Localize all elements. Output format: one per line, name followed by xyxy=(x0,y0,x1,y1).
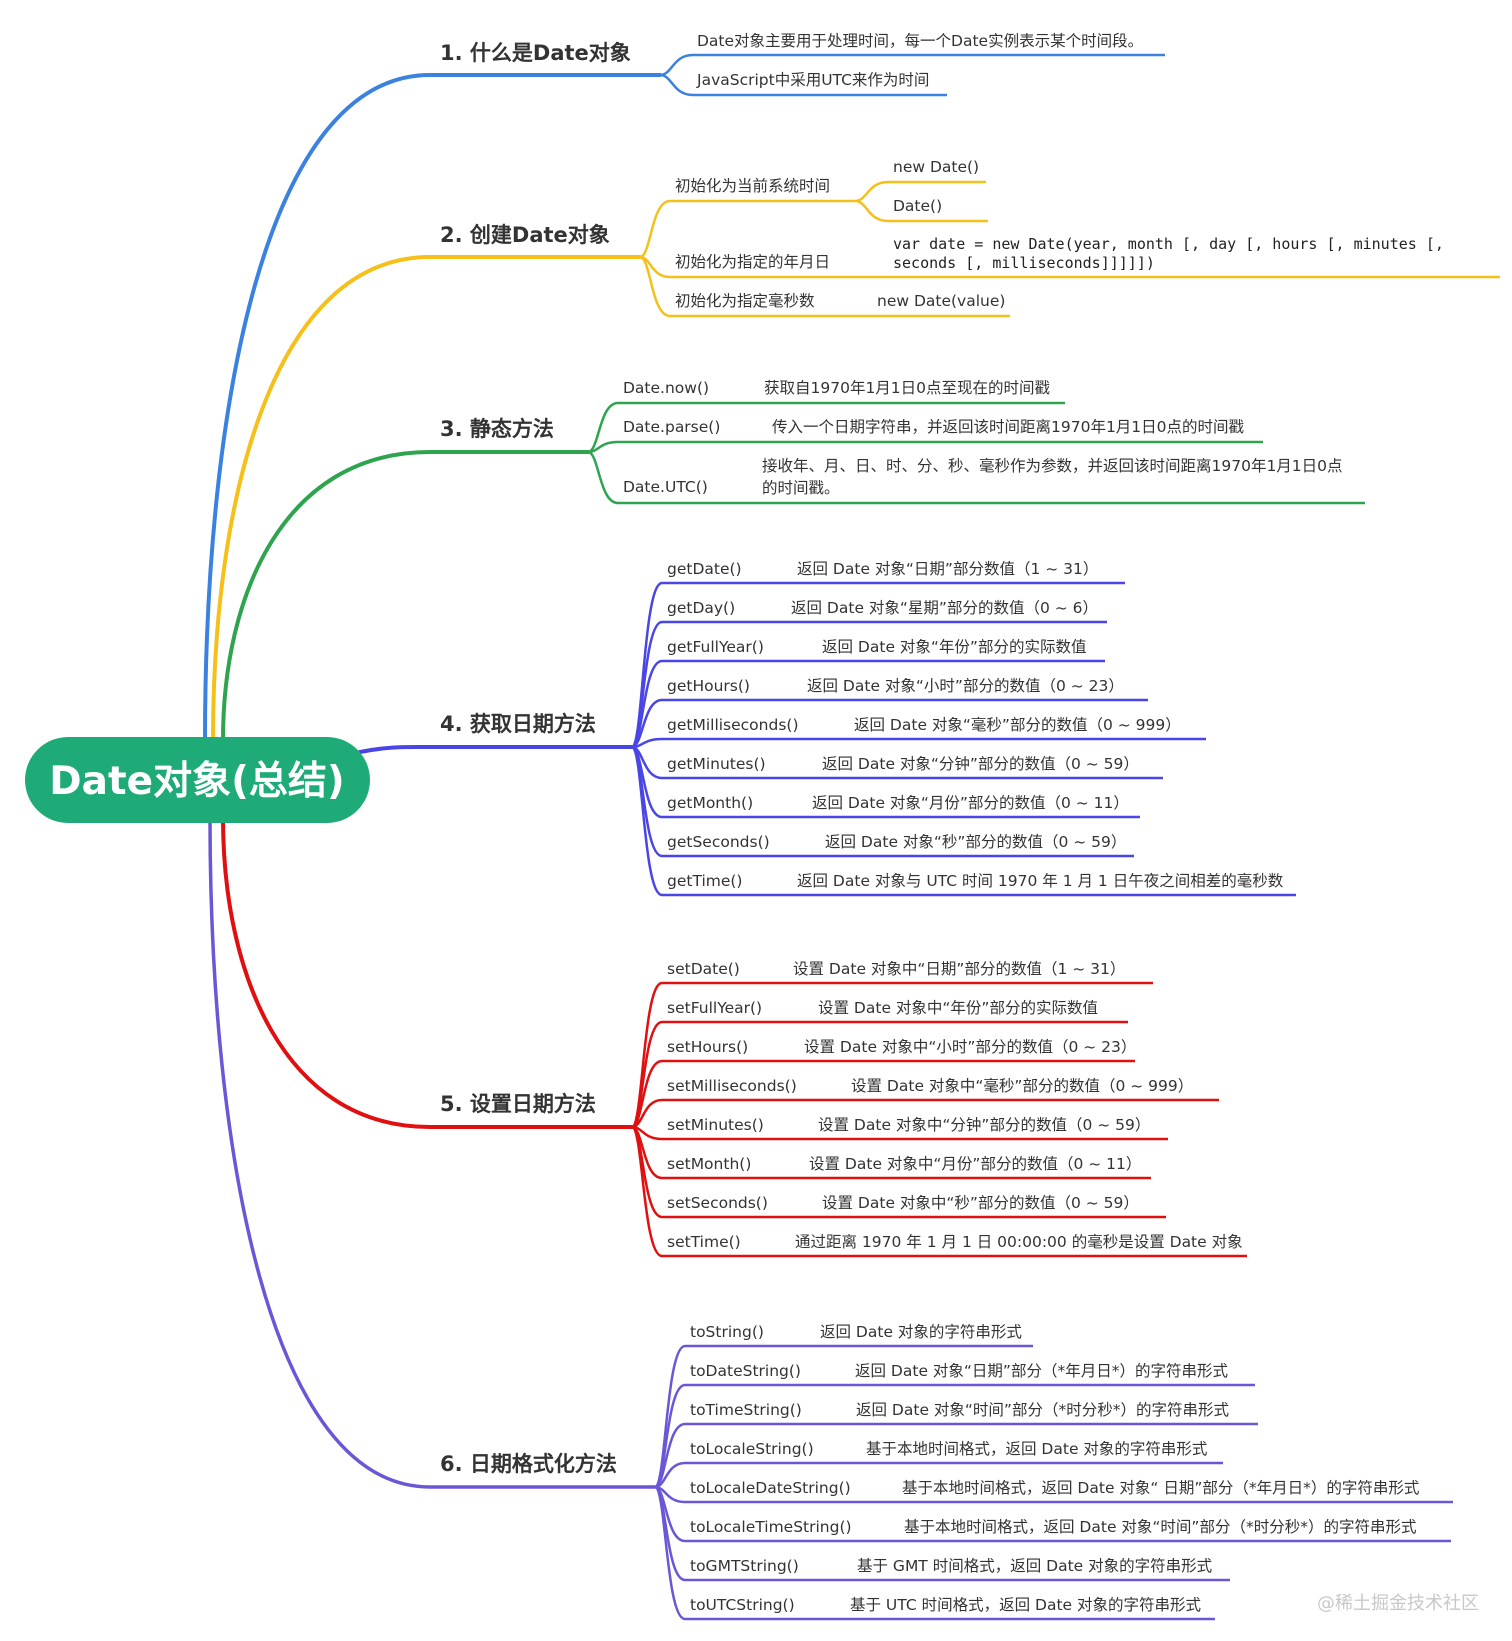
item-5-7-name: setSeconds() xyxy=(667,1194,768,1212)
item-5-3-desc: 设置 Date 对象中“小时”部分的数值（0 ~ 23） xyxy=(804,1038,1136,1056)
item-6-6-desc: 基于本地时间格式，返回 Date 对象“时间”部分（*时分秒*）的字符串形式 xyxy=(904,1518,1416,1536)
section-title-3[interactable]: 3. 静态方法 xyxy=(440,417,554,441)
item-4-6-name: getMinutes() xyxy=(667,755,766,773)
item-5-2-name: setFullYear() xyxy=(667,999,762,1017)
item-2-1-child-2: Date() xyxy=(893,197,942,215)
item-3-1-name: Date.now() xyxy=(623,379,709,397)
item-2-2-code-line-2: seconds [, milliseconds]]]]]) xyxy=(893,254,1155,272)
item-5-5-desc: 设置 Date 对象中“分钟”部分的数值（0 ~ 59） xyxy=(818,1116,1150,1134)
item-6-1-desc: 返回 Date 对象的字符串形式 xyxy=(820,1323,1022,1341)
item-4-5-desc: 返回 Date 对象“毫秒”部分的数值（0 ~ 999） xyxy=(854,715,1181,734)
item-3-3-desc-line-2: 的时间戳。 xyxy=(762,479,840,497)
item-3-3-desc: 接收年、月、日、时、分、秒、毫秒作为参数，并返回该时间距离1970年1月1日0点 xyxy=(762,456,1343,475)
item-4-2-name: getDay() xyxy=(667,599,735,617)
item-5-8-name: setTime() xyxy=(667,1233,741,1251)
connector-lines xyxy=(203,53,889,1621)
item-4-5-name: getMilliseconds() xyxy=(667,716,799,734)
watermark: @稀土掘金技术社区 xyxy=(1317,1593,1479,1614)
sub-curve-4-9 xyxy=(630,745,663,897)
item-6-6-name: toLocaleTimeString() xyxy=(690,1518,852,1536)
item-6-5-desc: 基于本地时间格式，返回 Date 对象“ 日期”部分（*年月日*）的字符串形式 xyxy=(902,1479,1419,1497)
item-5-6-name: setMonth() xyxy=(667,1155,751,1173)
sub-curve-1-1 xyxy=(659,53,694,77)
item-6-3-desc: 返回 Date 对象“时间”部分（*时分秒*）的字符串形式 xyxy=(856,1401,1229,1419)
item-3-3-name: Date.UTC() xyxy=(623,478,708,496)
item-5-5-name: setMinutes() xyxy=(667,1116,764,1134)
item-3-1-desc: 获取自1970年1月1日0点至现在的时间戳 xyxy=(764,379,1050,397)
item-5-6-desc: 设置 Date 对象中“月份”部分的数值（0 ~ 11） xyxy=(809,1155,1141,1173)
section-title-4[interactable]: 4. 获取日期方法 xyxy=(440,712,596,736)
item-4-7-name: getMonth() xyxy=(667,794,753,812)
item-4-4-name: getHours() xyxy=(667,677,750,695)
item-4-9-name: getTime() xyxy=(667,872,742,890)
item-4-7-desc: 返回 Date 对象“月份”部分的数值（0 ~ 11） xyxy=(812,794,1129,812)
item-2-3-name: 初始化为指定毫秒数 xyxy=(675,291,815,310)
item-4-9-desc: 返回 Date 对象与 UTC 时间 1970 年 1 月 1 日午夜之间相差的… xyxy=(797,871,1284,890)
sub-curve-2-1-b xyxy=(854,199,889,223)
sub-curve-2-1 xyxy=(639,199,671,259)
branch-line-4 xyxy=(358,744,634,754)
sub-curve-6-8 xyxy=(653,1485,686,1621)
sub-curve-5-8 xyxy=(630,1125,663,1258)
section-title-1[interactable]: 1. 什么是Date对象 xyxy=(440,41,631,65)
root-label: Date对象(总结) xyxy=(49,759,344,804)
item-6-3-name: toTimeString() xyxy=(690,1401,802,1419)
root-node[interactable] xyxy=(25,737,370,823)
item-4-6-desc: 返回 Date 对象“分钟”部分的数值（0 ~ 59） xyxy=(822,755,1139,773)
item-4-1-desc: 返回 Date 对象“日期”部分数值（1 ~ 31） xyxy=(797,560,1098,578)
section-title-2[interactable]: 2. 创建Date对象 xyxy=(440,223,610,247)
branch-line-3 xyxy=(221,450,590,742)
item-2-1-child-1: new Date() xyxy=(893,158,979,176)
item-4-8-desc: 返回 Date 对象“秒”部分的数值（0 ~ 59） xyxy=(825,833,1126,851)
item-2-2-code-line-1: var date = new Date(year, month [, day [… xyxy=(893,235,1444,253)
item-1-2-name: JavaScript中采用UTC来作为时间 xyxy=(696,71,929,89)
item-6-7-desc: 基于 GMT 时间格式，返回 Date 对象的字符串形式 xyxy=(857,1557,1212,1575)
item-6-5-name: toLocaleDateString() xyxy=(690,1479,851,1497)
item-5-7-desc: 设置 Date 对象中“秒”部分的数值（0 ~ 59） xyxy=(822,1194,1139,1212)
item-5-1-name: setDate() xyxy=(667,960,740,978)
item-4-3-desc: 返回 Date 对象“年份”部分的实际数值 xyxy=(822,638,1086,656)
method-items: getDate() 返回 Date 对象“日期”部分数值（1 ~ 31） getDa… xyxy=(667,560,1419,1614)
item-5-4-desc: 设置 Date 对象中“毫秒”部分的数值（0 ~ 999） xyxy=(851,1076,1193,1095)
item-4-8-name: getSeconds() xyxy=(667,833,770,851)
item-6-4-name: toLocaleString() xyxy=(690,1440,814,1458)
item-2-3-desc: new Date(value) xyxy=(877,292,1005,310)
node-underlines xyxy=(618,53,1500,1621)
sub-curve-1-2 xyxy=(659,73,694,97)
item-6-4-desc: 基于本地时间格式，返回 Date 对象的字符串形式 xyxy=(866,1440,1207,1458)
sub-curve-2-3 xyxy=(639,255,671,318)
item-5-8-desc: 通过距离 1970 年 1 月 1 日 00:00:00 的毫秒是设置 Date… xyxy=(795,1232,1243,1251)
item-4-1-name: getDate() xyxy=(667,560,742,578)
item-5-2-desc: 设置 Date 对象中“年份”部分的实际数值 xyxy=(818,999,1098,1017)
item-6-8-desc: 基于 UTC 时间格式，返回 Date 对象的字符串形式 xyxy=(850,1596,1201,1614)
item-6-8-name: toUTCString() xyxy=(690,1596,795,1614)
item-4-2-desc: 返回 Date 对象“星期”部分的数值（0 ~ 6） xyxy=(791,599,1098,617)
item-5-1-desc: 设置 Date 对象中“日期”部分的数值（1 ~ 31） xyxy=(793,960,1125,978)
item-2-1-name: 初始化为当前系统时间 xyxy=(675,177,830,195)
item-4-4-desc: 返回 Date 对象“小时”部分的数值（0 ~ 23） xyxy=(807,677,1124,695)
section-title-6[interactable]: 6. 日期格式化方法 xyxy=(440,1452,617,1476)
item-3-2-name: Date.parse() xyxy=(623,418,720,436)
item-6-2-desc: 返回 Date 对象“日期”部分（*年月日*）的字符串形式 xyxy=(855,1362,1228,1380)
item-4-3-name: getFullYear() xyxy=(667,638,764,656)
item-6-7-name: toGMTString() xyxy=(690,1557,799,1575)
branch-line-5 xyxy=(221,816,634,1129)
item-1-1-name: Date对象主要用于处理时间，每一个Date实例表示某个时间段。 xyxy=(697,32,1143,50)
item-6-1-name: toString() xyxy=(690,1323,764,1341)
sub-curve-2-1-a xyxy=(854,180,889,203)
section-title-5[interactable]: 5. 设置日期方法 xyxy=(440,1092,596,1116)
item-3-2-desc: 传入一个日期字符串，并返回该时间距离1970年1月1日0点的时间戳 xyxy=(772,418,1244,436)
item-5-4-name: setMilliseconds() xyxy=(667,1077,797,1095)
branch-line-1 xyxy=(203,73,662,742)
item-2-2-name: 初始化为指定的年月日 xyxy=(675,253,830,271)
item-5-3-name: setHours() xyxy=(667,1038,748,1056)
branch-line-2 xyxy=(211,255,642,742)
branch-line-6 xyxy=(208,816,657,1489)
item-6-2-name: toDateString() xyxy=(690,1362,801,1380)
sub-curve-3-3 xyxy=(587,450,619,505)
